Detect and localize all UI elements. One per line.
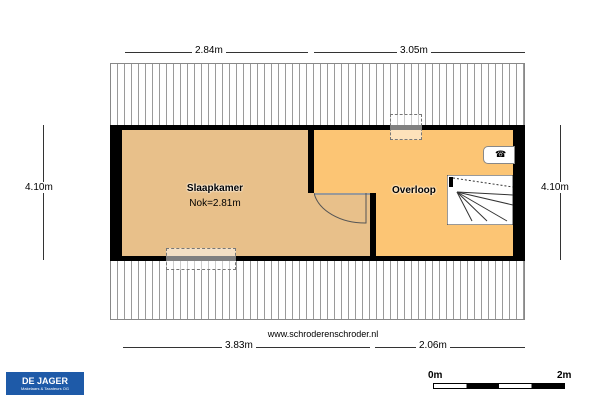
door-swing-icon <box>314 193 367 224</box>
dim-line-bottom-right <box>375 347 525 348</box>
logo-subtitle: Makelaars & Taxateurs OG <box>21 386 69 391</box>
scale-start: 0m <box>428 370 443 381</box>
wall-bottom <box>110 256 525 261</box>
dim-top-left: 2.84m <box>192 45 226 56</box>
door <box>314 193 370 195</box>
staircase-icon <box>447 175 513 225</box>
dim-top-right: 3.05m <box>397 45 431 56</box>
room-label-overloop: Overloop <box>392 185 436 196</box>
toilet-icon: ☎ <box>483 146 515 164</box>
room-note-nok: Nok=2.81m <box>189 198 241 209</box>
logo-title: DE JAGER <box>21 376 68 386</box>
scale-end: 2m <box>557 370 572 381</box>
scale-bar <box>433 383 565 389</box>
roof-top <box>110 63 525 127</box>
wall-divider <box>308 130 314 193</box>
wall-divider-lower <box>370 193 376 256</box>
logo: DE JAGER Makelaars & Taxateurs OG <box>6 372 84 395</box>
wall-top <box>110 125 525 130</box>
website-text: www.schroderenschroder.nl <box>267 329 379 339</box>
skylight-bottom <box>166 248 236 270</box>
dim-bottom-right: 2.06m <box>416 340 450 351</box>
room-label-slaapkamer: Slaapkamer <box>186 183 244 194</box>
wall-right <box>513 125 525 261</box>
skylight-top <box>390 114 422 140</box>
room-slaapkamer <box>122 130 308 256</box>
wall-left <box>110 125 122 261</box>
dim-bottom-left: 3.83m <box>222 340 256 351</box>
dim-left: 4.10m <box>22 182 56 193</box>
dim-right: 4.10m <box>538 182 572 193</box>
